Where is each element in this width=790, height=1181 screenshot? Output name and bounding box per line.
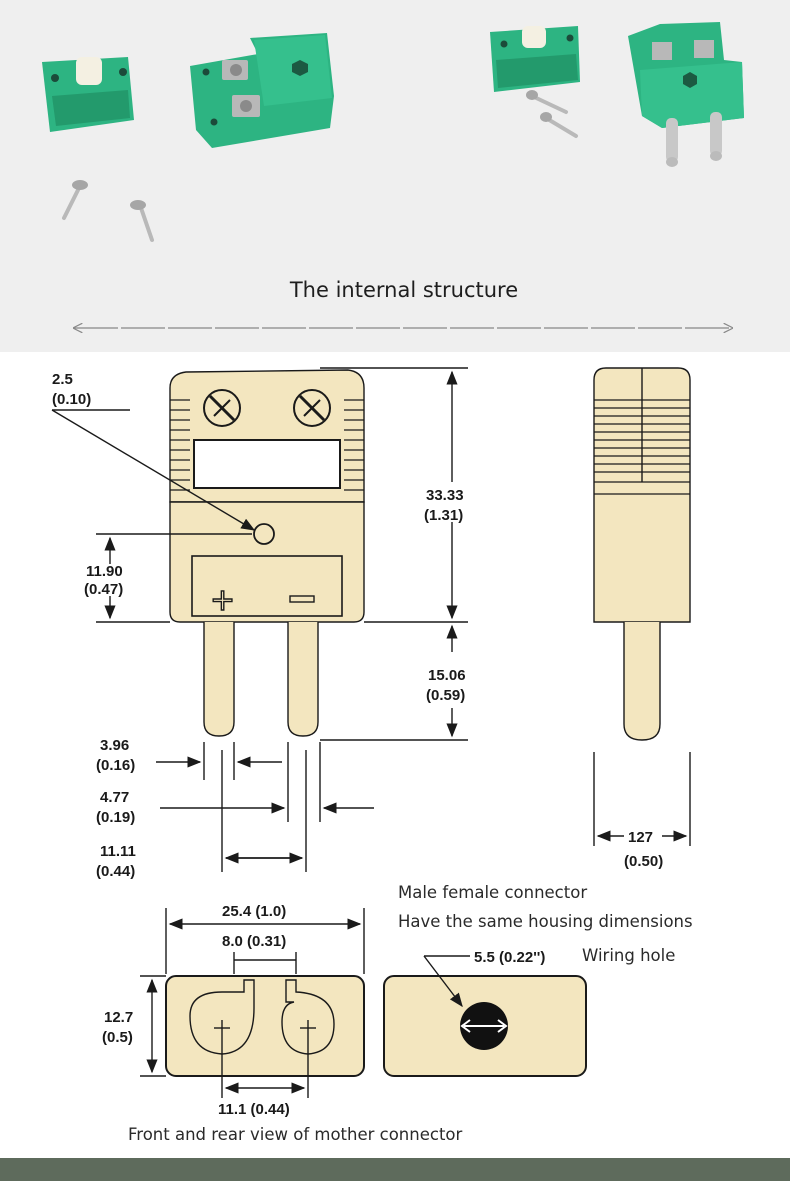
dim-height-total: 33.33 xyxy=(426,487,464,504)
dimension-labels: 2.5 (0.10) 33.33 (1.31) 11.90 (0.47) 15.… xyxy=(52,371,663,1118)
cover-piece-right xyxy=(490,26,580,92)
dim-slot-spacing: 8.0 (0.31) xyxy=(222,933,286,950)
dim-hole-dia-in: (0.10) xyxy=(52,391,91,408)
housing-left xyxy=(190,33,334,148)
photo-caption: The internal structure xyxy=(289,278,519,302)
note-front-rear: Front and rear view of mother connector xyxy=(128,1125,463,1144)
dim-height-total-in: (1.31) xyxy=(424,507,463,524)
note-same-housing: Have the same housing dimensions xyxy=(398,912,693,931)
dim-side-width-in: (0.50) xyxy=(624,853,663,870)
minus-mark xyxy=(289,595,315,603)
dim-pin-length: 15.06 xyxy=(428,667,466,684)
dim-front-width: 25.4 (1.0) xyxy=(222,903,286,920)
screws-left xyxy=(62,180,154,242)
male-connector-right xyxy=(628,22,744,167)
dim-side-width: 127 xyxy=(628,829,653,846)
cover-piece-left xyxy=(42,57,134,132)
dim-pin-length-in: (0.59) xyxy=(426,687,465,704)
dim-hole-height-in: (0.47) xyxy=(84,581,123,598)
note-male-female: Male female connector xyxy=(398,883,588,902)
front-view-male xyxy=(169,369,365,737)
parts-photo xyxy=(42,22,744,352)
dim-hole-height: 11.90 xyxy=(86,563,123,580)
dim-front-height-in: (0.5) xyxy=(102,1029,133,1046)
bottom-bar xyxy=(0,1158,790,1181)
dim-pin-dia-in: (0.16) xyxy=(96,757,135,774)
dimension-drawing: 2.5 (0.10) 33.33 (1.31) 11.90 (0.47) 15.… xyxy=(51,367,691,1118)
dim-pin-gap-in: (0.19) xyxy=(96,809,135,826)
note-wiring-hole: Wiring hole xyxy=(582,946,676,965)
polarity-marks: + xyxy=(209,582,315,619)
dim-wiring-hole: 5.5 (0.22'') xyxy=(474,949,545,966)
dim-pin-spacing-in: (0.44) xyxy=(96,863,135,880)
front-face-female xyxy=(165,975,365,1077)
dim-center-spacing: 11.1 (0.44) xyxy=(218,1101,290,1118)
side-view xyxy=(593,367,691,741)
dim-pin-spacing: 11.11 xyxy=(100,843,136,860)
plus-mark: + xyxy=(210,583,235,618)
dim-hole-dia: 2.5 xyxy=(52,371,73,388)
rear-face-female xyxy=(383,975,587,1077)
dim-pin-dia: 3.96 xyxy=(100,737,129,754)
dim-pin-gap: 4.77 xyxy=(100,789,129,806)
photo-band: The internal structure xyxy=(0,0,790,352)
dim-front-height: 12.7 xyxy=(104,1009,133,1026)
screws-right xyxy=(526,90,578,138)
